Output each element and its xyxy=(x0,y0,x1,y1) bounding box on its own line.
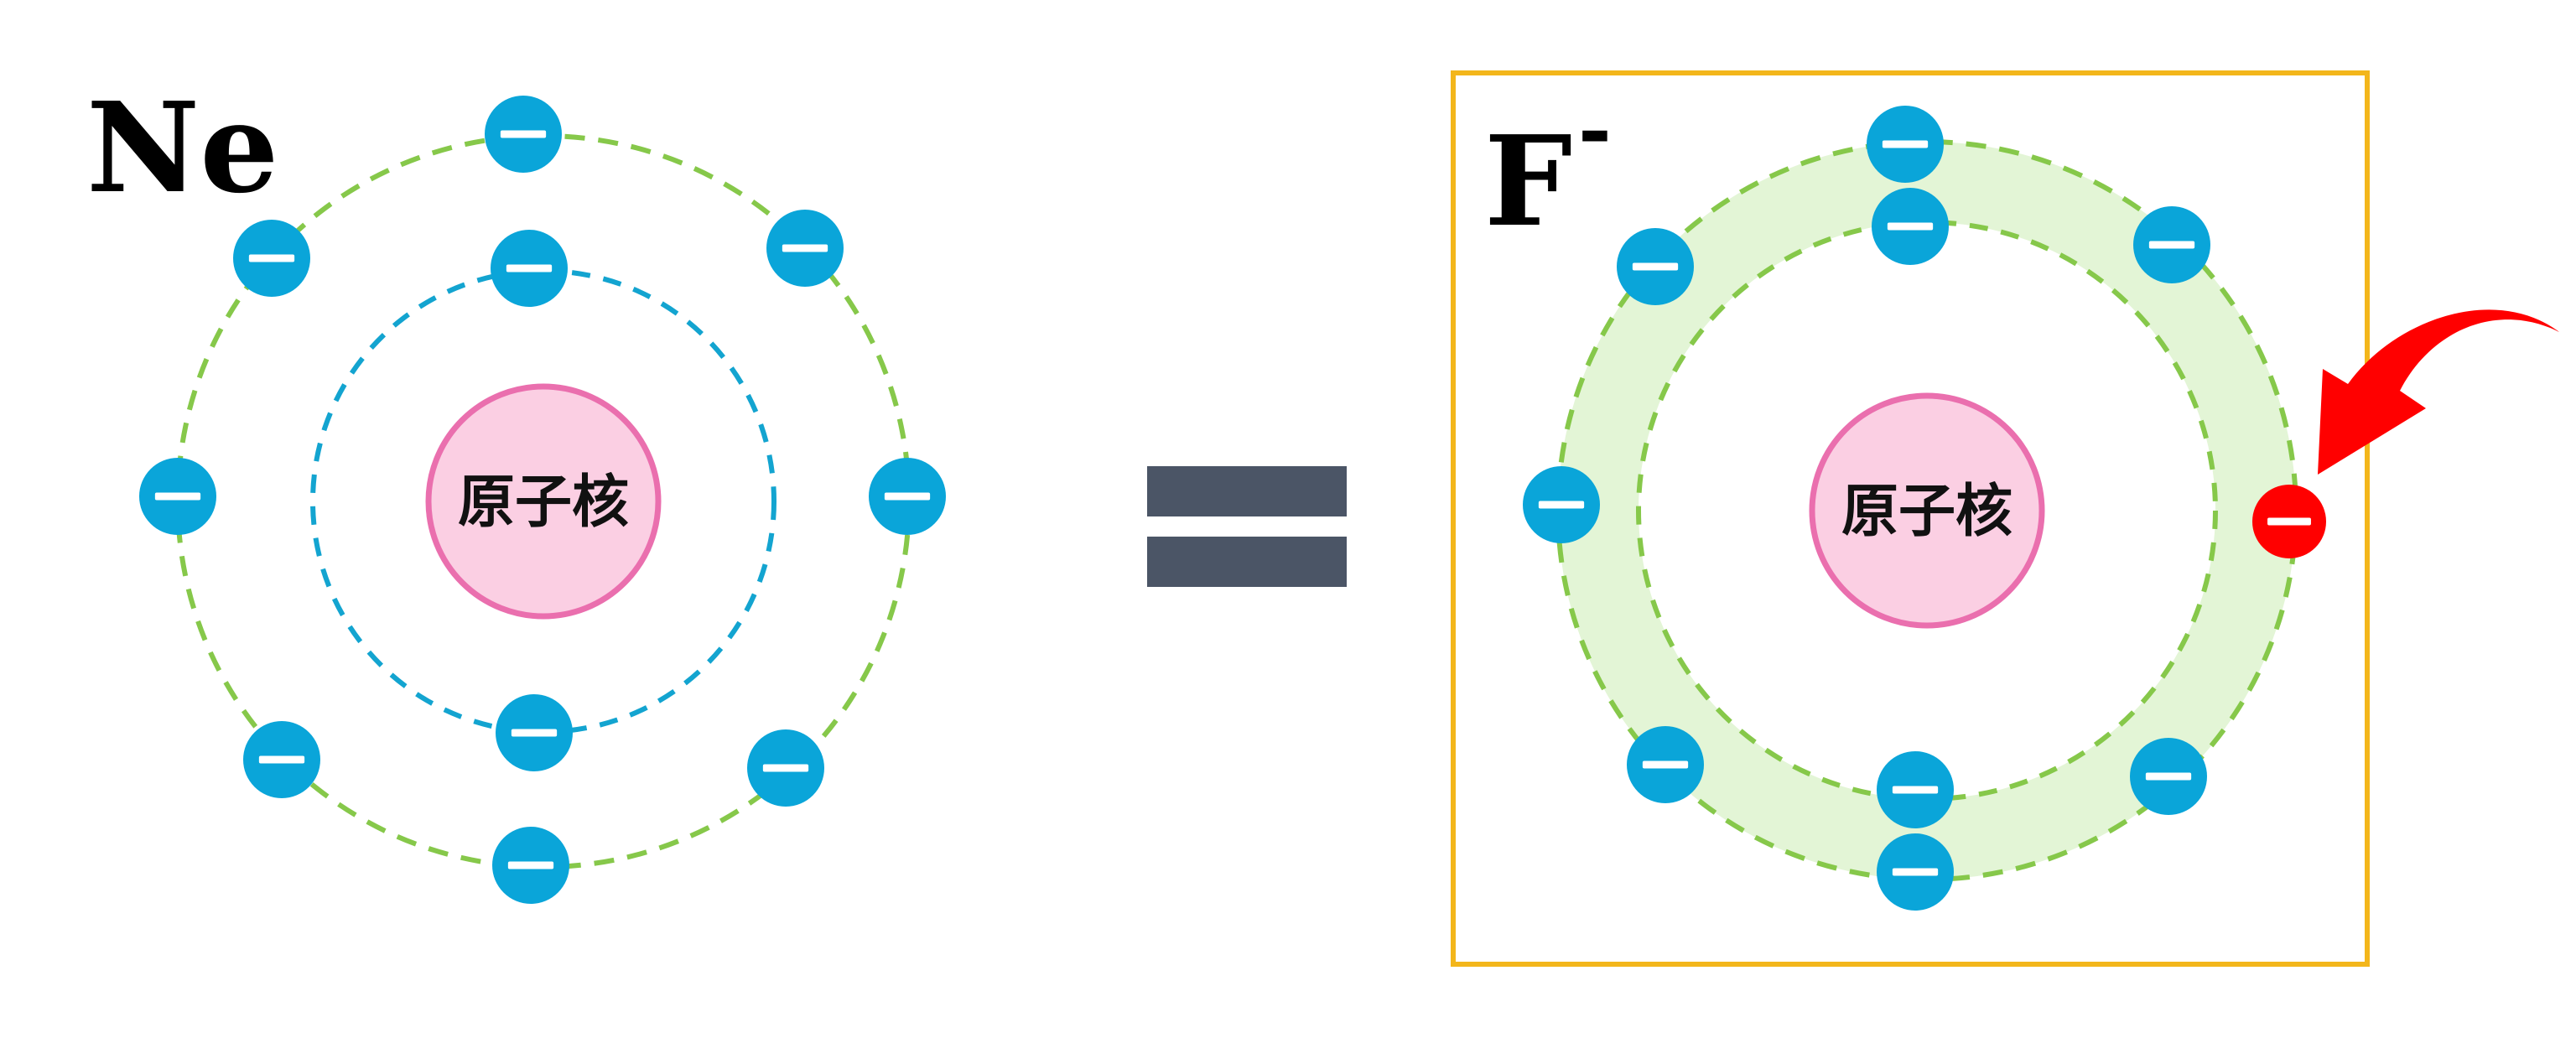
electron xyxy=(747,729,824,807)
minus-icon xyxy=(258,755,305,764)
minus-icon xyxy=(500,130,547,138)
ne-nucleus xyxy=(425,383,662,620)
electron xyxy=(139,458,216,535)
electron xyxy=(2130,738,2207,815)
f-electrons xyxy=(1523,106,2210,911)
ne-atom: Ne 原子核 xyxy=(86,75,946,904)
f-nucleus-label: 原子核 xyxy=(1841,479,2012,545)
electron xyxy=(492,827,569,904)
electron xyxy=(485,96,562,173)
electron xyxy=(1872,188,1949,265)
electron xyxy=(491,230,568,307)
minus-icon xyxy=(154,492,201,501)
equals-bar-top xyxy=(1147,466,1347,516)
minus-icon xyxy=(1892,786,1939,794)
electron xyxy=(1877,751,1954,828)
minus-icon xyxy=(1632,262,1679,271)
electron xyxy=(1877,833,1954,911)
electron xyxy=(233,220,310,297)
electron xyxy=(496,694,573,771)
electron xyxy=(2133,206,2210,283)
minus-icon xyxy=(1892,868,1939,876)
electron xyxy=(1627,726,1704,803)
minus-icon xyxy=(782,244,828,252)
minus-icon xyxy=(884,492,931,501)
f-label: F xyxy=(1484,108,1572,254)
electron xyxy=(1523,466,1600,543)
charge-label: - xyxy=(1578,82,1612,177)
minus-icon xyxy=(762,764,809,772)
minus-icon xyxy=(248,254,295,262)
minus-icon xyxy=(2267,517,2311,526)
highlight-box xyxy=(1451,70,2370,967)
minus-icon xyxy=(506,264,553,272)
ne-label: Ne xyxy=(86,75,278,221)
electron xyxy=(1617,228,1694,305)
electron xyxy=(1867,106,1944,183)
curved-arrow-icon xyxy=(2318,309,2559,475)
minus-icon xyxy=(1642,760,1689,769)
ne-electrons xyxy=(139,96,946,904)
fluoride-ion: F - 原子核 xyxy=(1451,70,2559,967)
equals-icon xyxy=(1147,466,1347,587)
ne-nucleus-label: 原子核 xyxy=(458,470,629,536)
minus-icon xyxy=(2148,241,2195,249)
equals-bar-bottom xyxy=(1147,537,1347,587)
minus-icon xyxy=(1887,222,1934,231)
minus-icon xyxy=(511,729,558,737)
electron xyxy=(766,210,844,287)
electron xyxy=(243,721,320,798)
added-electron xyxy=(2252,485,2326,558)
f-nucleus xyxy=(1809,392,2045,629)
minus-icon xyxy=(507,861,554,869)
minus-icon xyxy=(1538,501,1585,509)
minus-icon xyxy=(2145,772,2192,781)
electron xyxy=(869,458,946,535)
minus-icon xyxy=(1882,140,1929,148)
